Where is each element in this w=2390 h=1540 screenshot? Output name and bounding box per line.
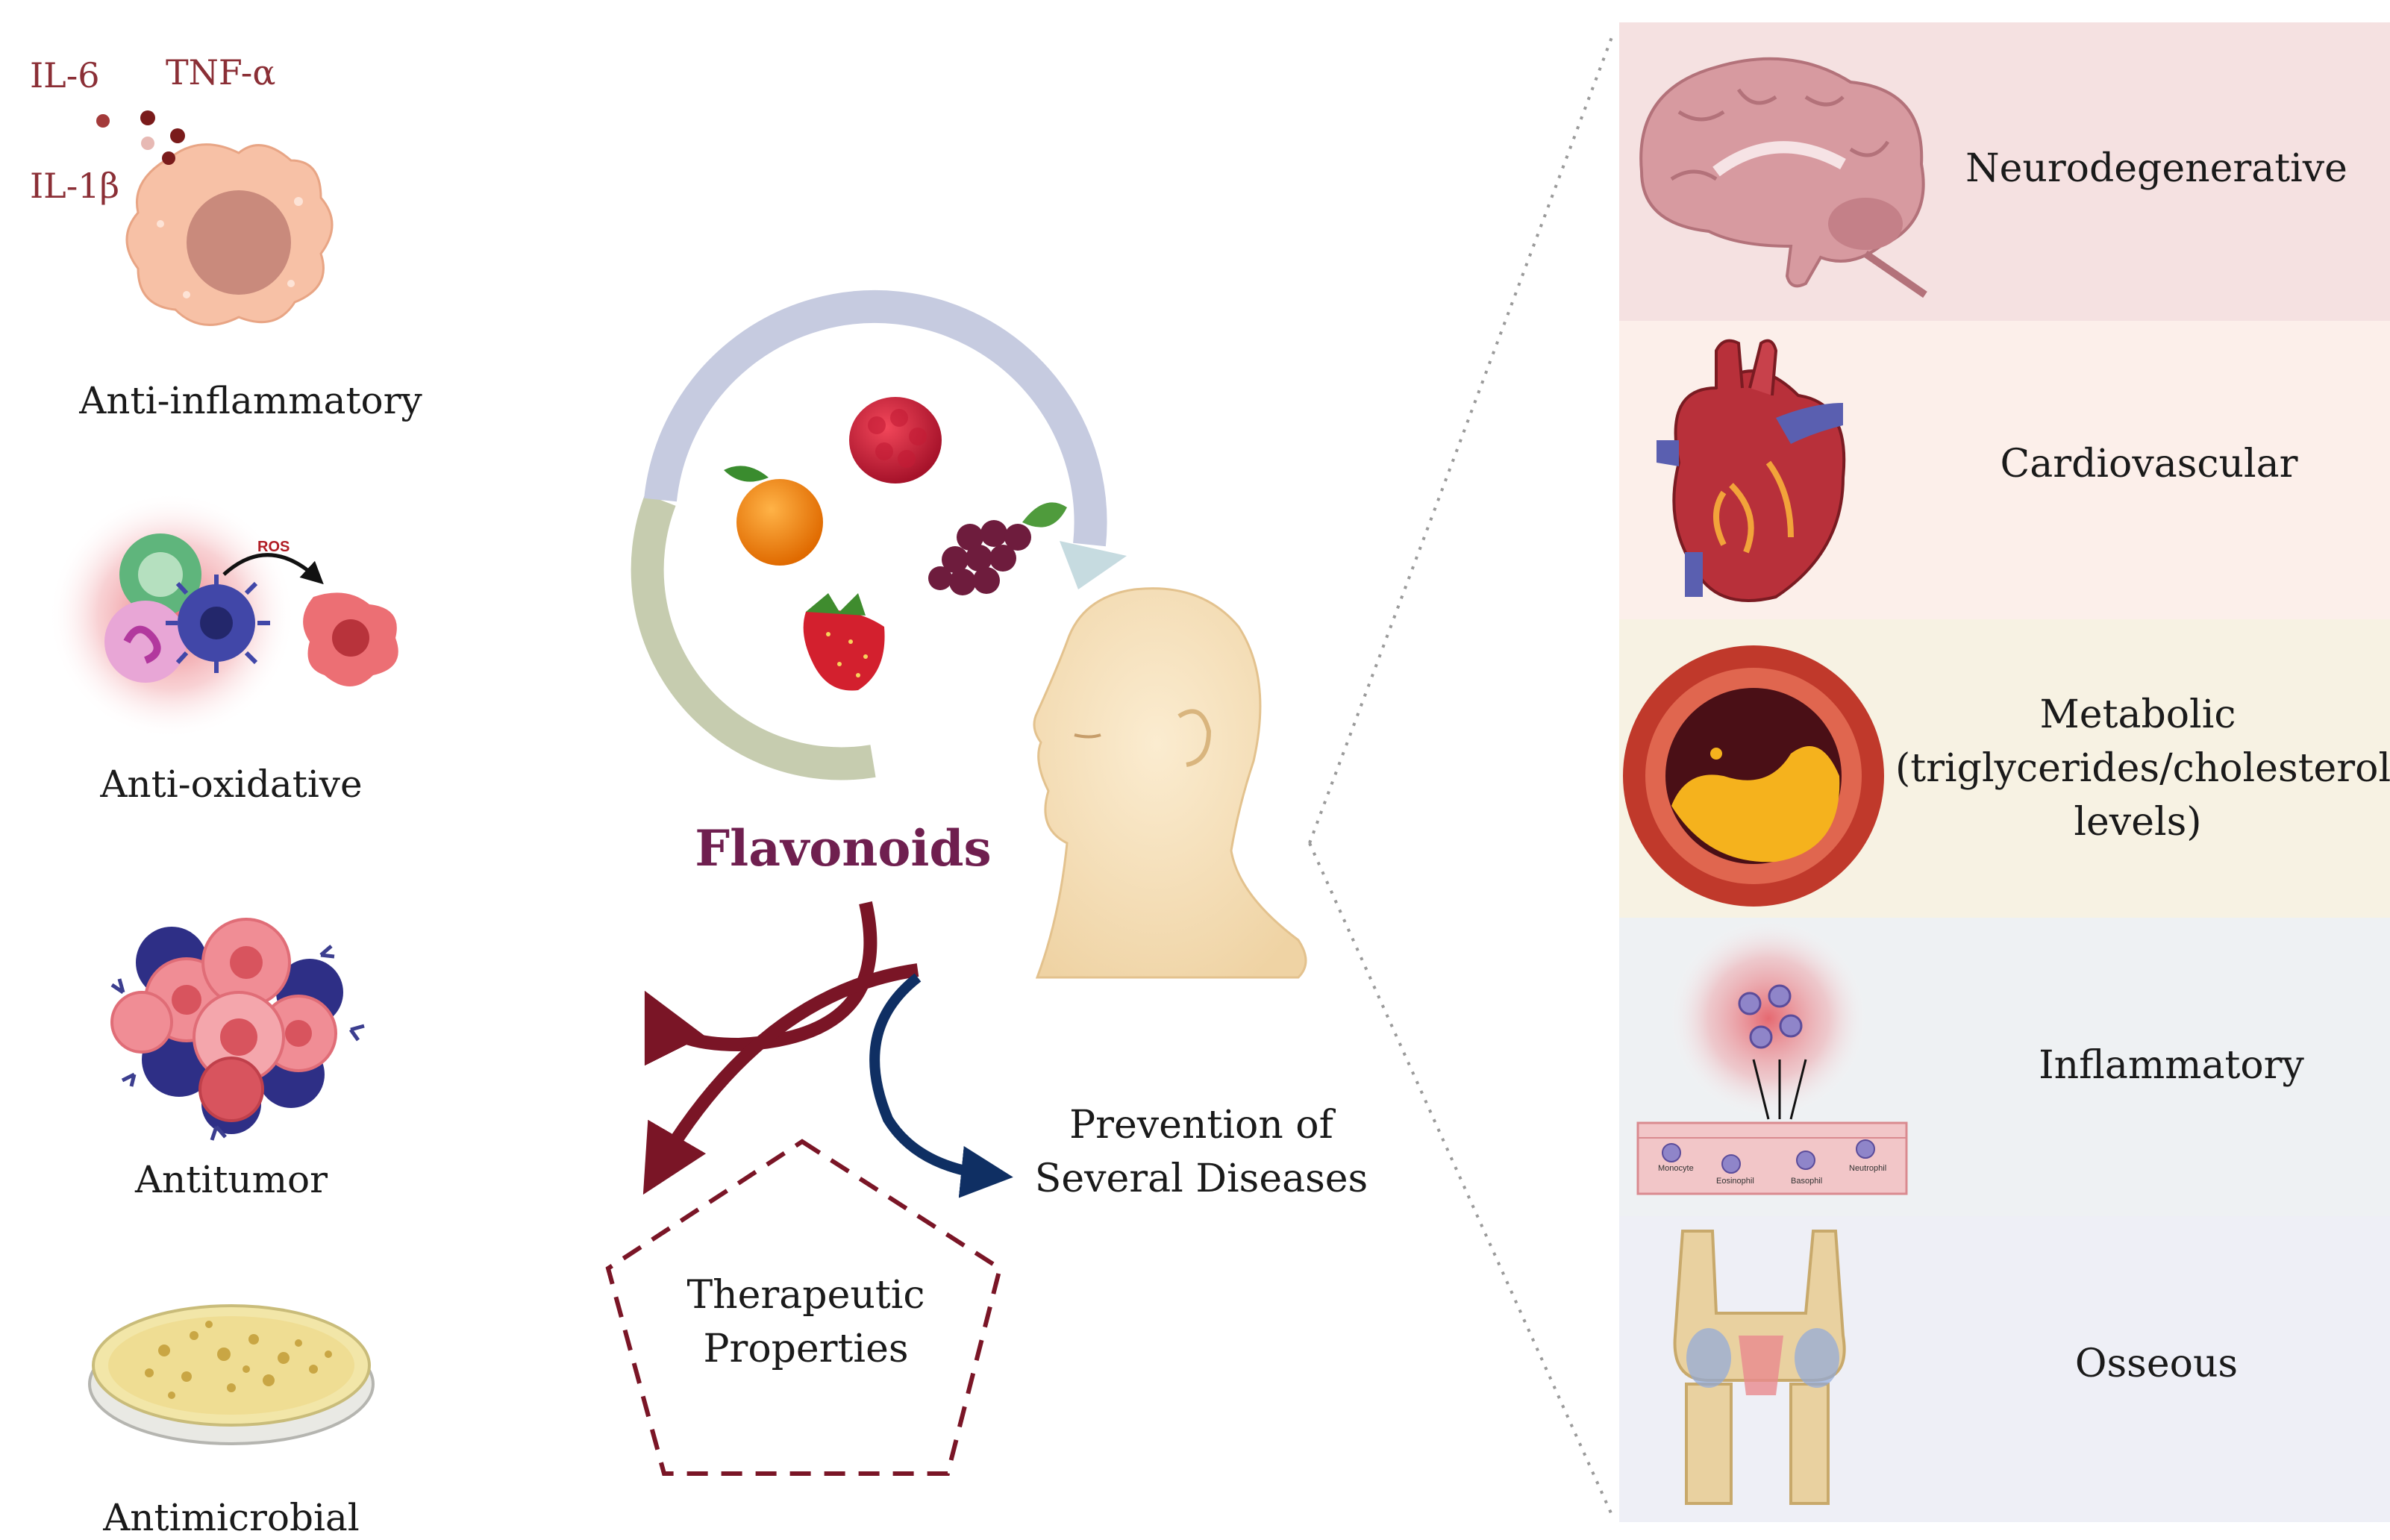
inflamed-vessel-icon [1636,918,1908,1195]
knee-joint-icon [1673,1230,1846,1505]
label-tnf: TNF-α [166,52,276,93]
cell-label-eosinophil: Eosinophil [1716,1177,1754,1186]
label-il1b: IL-1β [30,166,120,206]
label-anti-inflammatory: Anti-inflammatory [79,379,422,422]
cell-label-monocyte: Monocyte [1658,1164,1694,1173]
label-metabolic: Metabolic (triglycerides/cholesterol lev… [1895,688,2390,849]
prevention-arrow [869,973,1013,1198]
metabolic-line-2: (triglycerides/cholesterol [1895,746,2390,791]
human-head-icon [1033,587,1307,979]
therapeutic-line-2: Properties [703,1327,909,1371]
prevention-label: Prevention of Several Diseases [1015,1098,1388,1206]
artery-plaque-icon [1623,645,1884,907]
metabolic-line-1: Metabolic [2039,692,2236,737]
label-antitumor: Antitumor [134,1158,328,1201]
zoom-line-top [1308,37,1613,844]
label-osseous: Osseous [2074,1342,2239,1386]
label-inflammatory: Inflammatory [2039,1043,2304,1088]
cell-label-neutrophil: Neutrophil [1849,1164,1887,1173]
strawberry-icon [803,593,885,691]
label-antimicrobial: Antimicrobial [103,1496,360,1539]
prevention-line-1: Prevention of [1069,1103,1333,1148]
label-il6: IL-6 [30,55,100,96]
therapeutic-arrow-lower [642,963,919,1195]
zoom-line-bottom [1308,842,1613,1515]
tumor-cluster-icon [110,918,365,1141]
label-neurodegenerative: Neurodegenerative [1965,146,2347,191]
label-anti-oxidative: Anti-oxidative [100,763,363,806]
grapes-icon [928,502,1067,595]
therapeutic-line-1: Therapeutic [686,1273,925,1318]
raspberry-icon [849,397,942,483]
therapeutic-pentagon [605,1139,1003,1476]
macrophage-icon [96,110,334,326]
cell-label-basophil: Basophil [1791,1177,1823,1186]
therapeutic-properties-label: Therapeutic Properties [657,1268,955,1376]
label-cardiovascular: Cardiovascular [2000,442,2298,486]
heart-icon [1657,339,1846,602]
immune-cells-ros-icon [49,492,398,739]
metabolic-line-3: levels) [2074,800,2202,845]
petri-dish-icon [88,1304,375,1445]
flavonoids-title: Flavonoids [695,819,992,877]
prevention-line-2: Several Diseases [1034,1156,1368,1201]
therapeutic-arrow-upper [644,901,878,1066]
orange-icon [724,466,823,566]
brain-icon [1639,57,1927,298]
flavonoid-cycle-arc [631,289,1127,780]
label-ros: ROS [257,539,290,555]
